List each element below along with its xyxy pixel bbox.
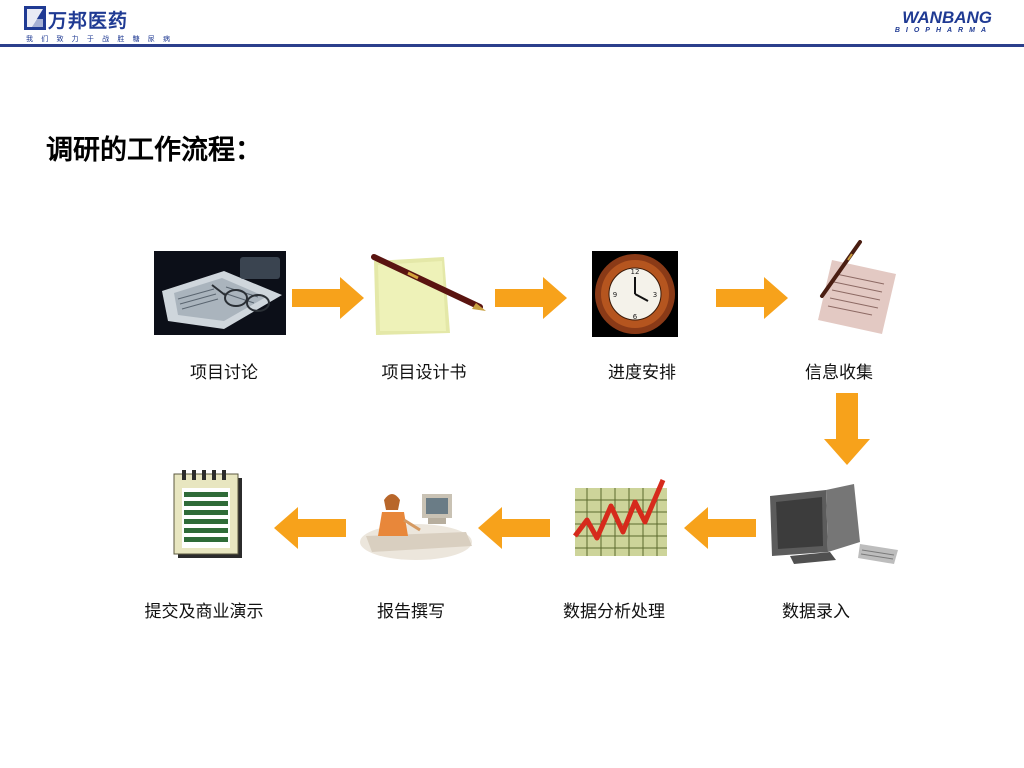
- computer-monitor-icon: [770, 484, 898, 564]
- arrow-down-icon: [824, 393, 870, 465]
- person-at-desk-icon: [360, 494, 472, 560]
- clock-icon: 12 3 6 9: [592, 251, 678, 337]
- step-label-1: 项目讨论: [190, 363, 258, 383]
- logo-slogan: 我 们 致 力 于 战 胜 糖 尿 病: [26, 35, 174, 43]
- arrow-left-icon: [478, 507, 550, 549]
- slide-header: 万邦医药 我 们 致 力 于 战 胜 糖 尿 病 WANBANG BIOPHAR…: [0, 0, 1024, 48]
- document-pen-icon: [818, 240, 896, 334]
- brand-sub: BIOPHARMA: [894, 27, 992, 34]
- step-label-7: 报告撰写: [377, 602, 445, 622]
- svg-text:12: 12: [631, 268, 640, 276]
- slide-title: 调研的工作流程：: [46, 135, 262, 166]
- step-label-8: 提交及商业演示: [144, 602, 264, 622]
- step-label-6: 数据分析处理: [563, 602, 665, 622]
- pen-notepad-icon: [371, 254, 486, 335]
- svg-text:3: 3: [653, 291, 657, 299]
- step-label-4: 信息收集: [805, 363, 873, 383]
- notepad-icon: [173, 470, 242, 558]
- header-divider: [0, 44, 1024, 47]
- arrow-right-icon: [495, 277, 567, 319]
- svg-text:6: 6: [633, 313, 638, 321]
- brand-name: WANBANG: [902, 8, 992, 27]
- step-label-2: 项目设计书: [381, 363, 467, 383]
- growth-chart-icon: [573, 479, 667, 556]
- logo-cn-text: 万邦医药: [48, 10, 129, 32]
- logo-mark-icon: [24, 6, 46, 30]
- svg-text:9: 9: [613, 291, 617, 299]
- arrow-left-icon: [684, 507, 756, 549]
- arrow-left-icon: [274, 507, 346, 549]
- brand-logo: WANBANG BIOPHARMA: [882, 9, 992, 39]
- step-label-3: 进度安排: [608, 363, 676, 383]
- arrow-right-icon: [292, 277, 364, 319]
- arrow-right-icon: [716, 277, 788, 319]
- step-label-5: 数据录入: [782, 602, 850, 622]
- company-logo: 万邦医药 我 们 致 力 于 战 胜 糖 尿 病: [24, 6, 170, 44]
- newspaper-glasses-icon: [154, 251, 286, 335]
